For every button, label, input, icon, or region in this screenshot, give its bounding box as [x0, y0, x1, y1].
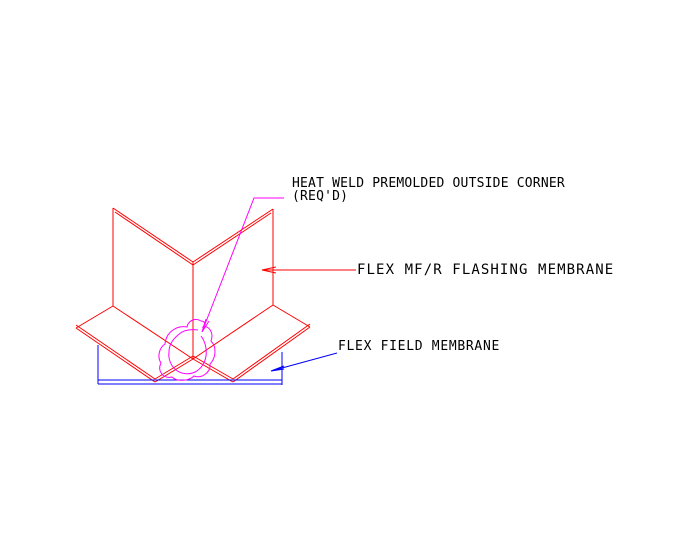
field-membrane-sheet-lines — [97, 345, 283, 385]
field-membrane-linework — [97, 345, 338, 385]
premolded-corner-linework — [158, 197, 284, 381]
premolded-corner-patch-outline — [158, 318, 216, 381]
left-base-flange-lines — [75, 305, 194, 383]
right-base-flange-lines — [192, 304, 311, 383]
premolded-corner-leader-arrow — [201, 197, 284, 333]
premolded-corner-patch-inner-line — [168, 329, 207, 375]
label-field-membrane: FLEX FIELD MEMBRANE — [338, 339, 501, 354]
flashing-membrane-leader-arrow — [261, 266, 356, 274]
label-flashing-membrane: FLEX MF/R FLASHING MEMBRANE — [357, 262, 615, 278]
note-heat-weld-line1: HEAT WELD PREMOLDED OUTSIDE CORNER — [292, 176, 565, 191]
field-membrane-leader-arrow — [270, 352, 338, 372]
corner-panels-lines — [112, 207, 274, 359]
note-heat-weld-line2: (REQ'D) — [292, 189, 349, 204]
